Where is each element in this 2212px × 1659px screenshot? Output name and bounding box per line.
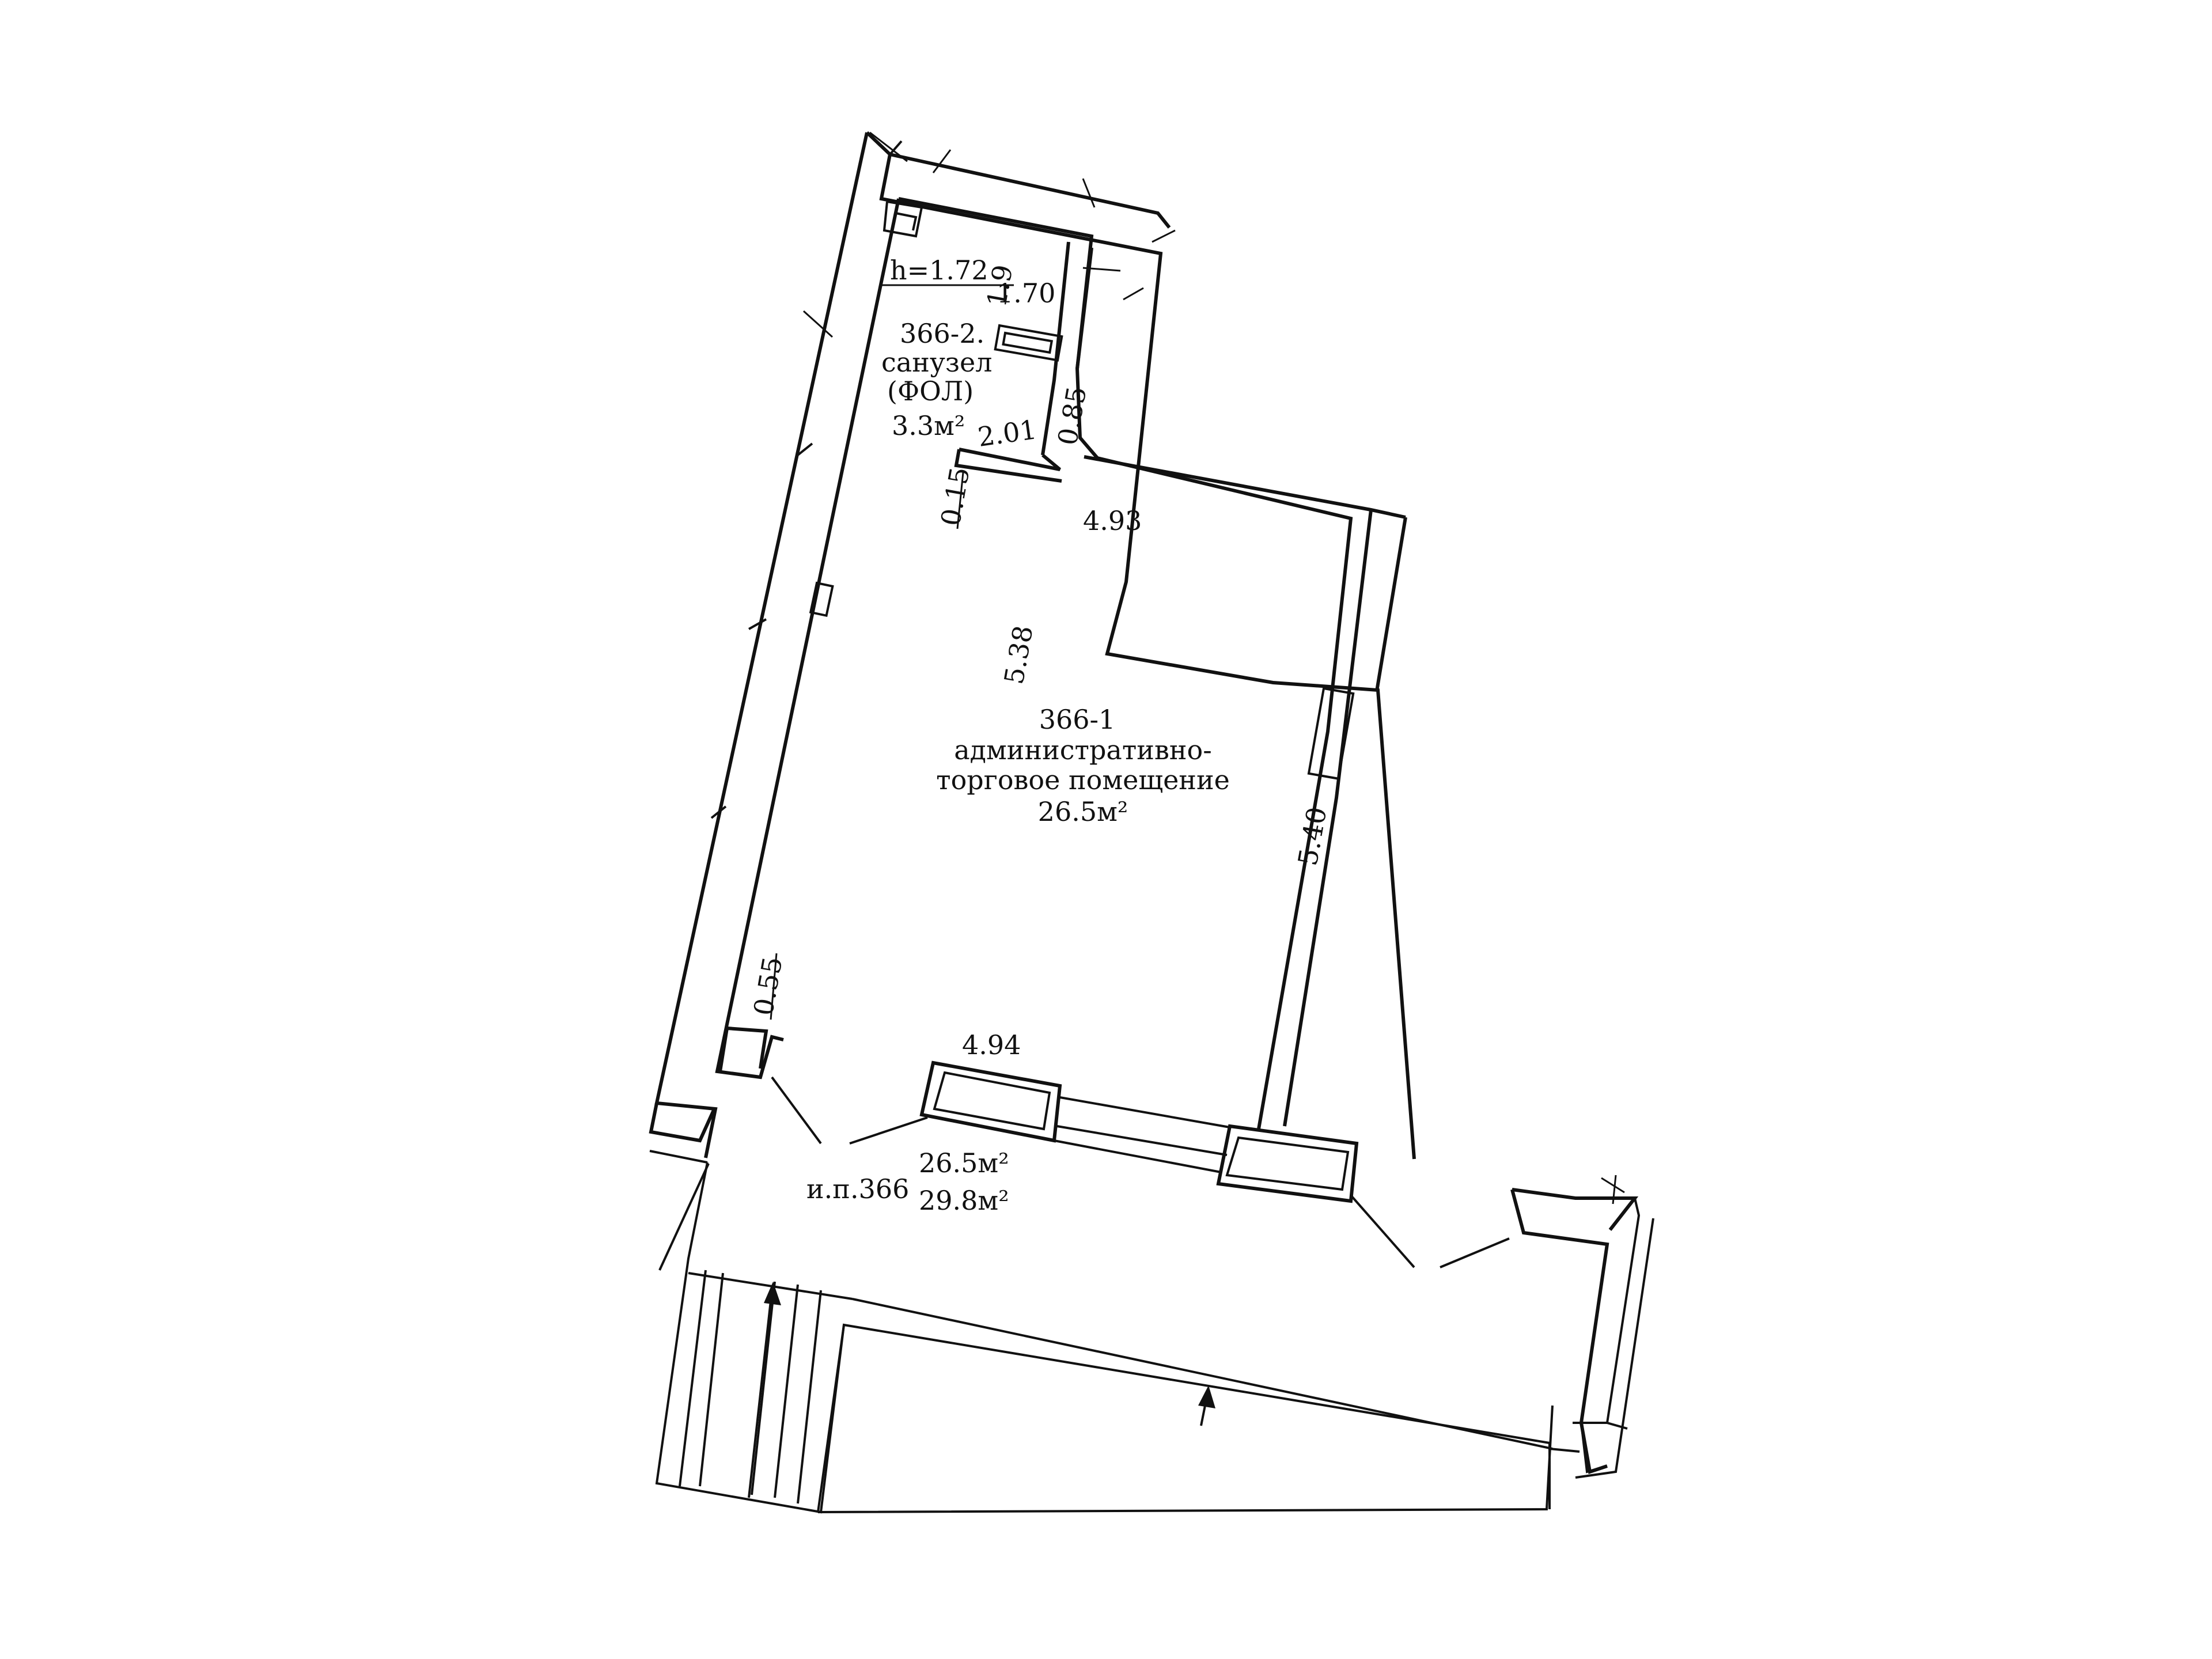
dim-main-left: 5.38	[998, 623, 1039, 687]
dimensions: 1.70 1.9 0.85 2.01 0.15 4.93 5.38 5.40 4…	[748, 262, 1333, 1060]
dim-wc-bottom: 2.01	[976, 414, 1039, 453]
wc-area: 3.3м²	[892, 410, 965, 441]
dim-main-bottom: 4.94	[962, 1029, 1021, 1060]
summary-label-group: и.п.366 26.5м² 29.8м²	[806, 1147, 1009, 1216]
dim-wc-side-small: 1.9	[981, 262, 1019, 309]
dim-wc-top: 1.70	[997, 278, 1055, 309]
dim-wall-step: 0.15	[935, 465, 976, 528]
main-room-label-group: 366-1 административно- торговое помещени…	[936, 704, 1230, 827]
wc-note: (ФОЛ)	[887, 376, 974, 407]
main-room-name-line1: административно-	[954, 734, 1212, 766]
wc-number: 366-2.	[900, 318, 984, 349]
main-room-area: 26.5м²	[1038, 796, 1128, 827]
dim-left-return: 0.55	[748, 955, 789, 1018]
entrance-area	[649, 1026, 1654, 1514]
summary-label: и.п.366	[806, 1173, 909, 1205]
building-walls	[654, 131, 1416, 1160]
wc-height: h=1.72	[890, 255, 988, 286]
dim-main-top: 4.93	[1083, 505, 1142, 536]
main-room-number: 366-1	[1039, 704, 1116, 735]
wc-name: санузел	[881, 347, 992, 378]
main-room-name-line2: торговое помещение	[936, 764, 1230, 796]
summary-area-2: 29.8м²	[919, 1185, 1009, 1216]
dim-wc-side: 0.85	[1052, 384, 1093, 448]
summary-area-1: 26.5м²	[919, 1147, 1009, 1179]
wc-label-group: h=1.72 366-2. санузел (ФОЛ) 3.3м²	[881, 255, 1014, 441]
